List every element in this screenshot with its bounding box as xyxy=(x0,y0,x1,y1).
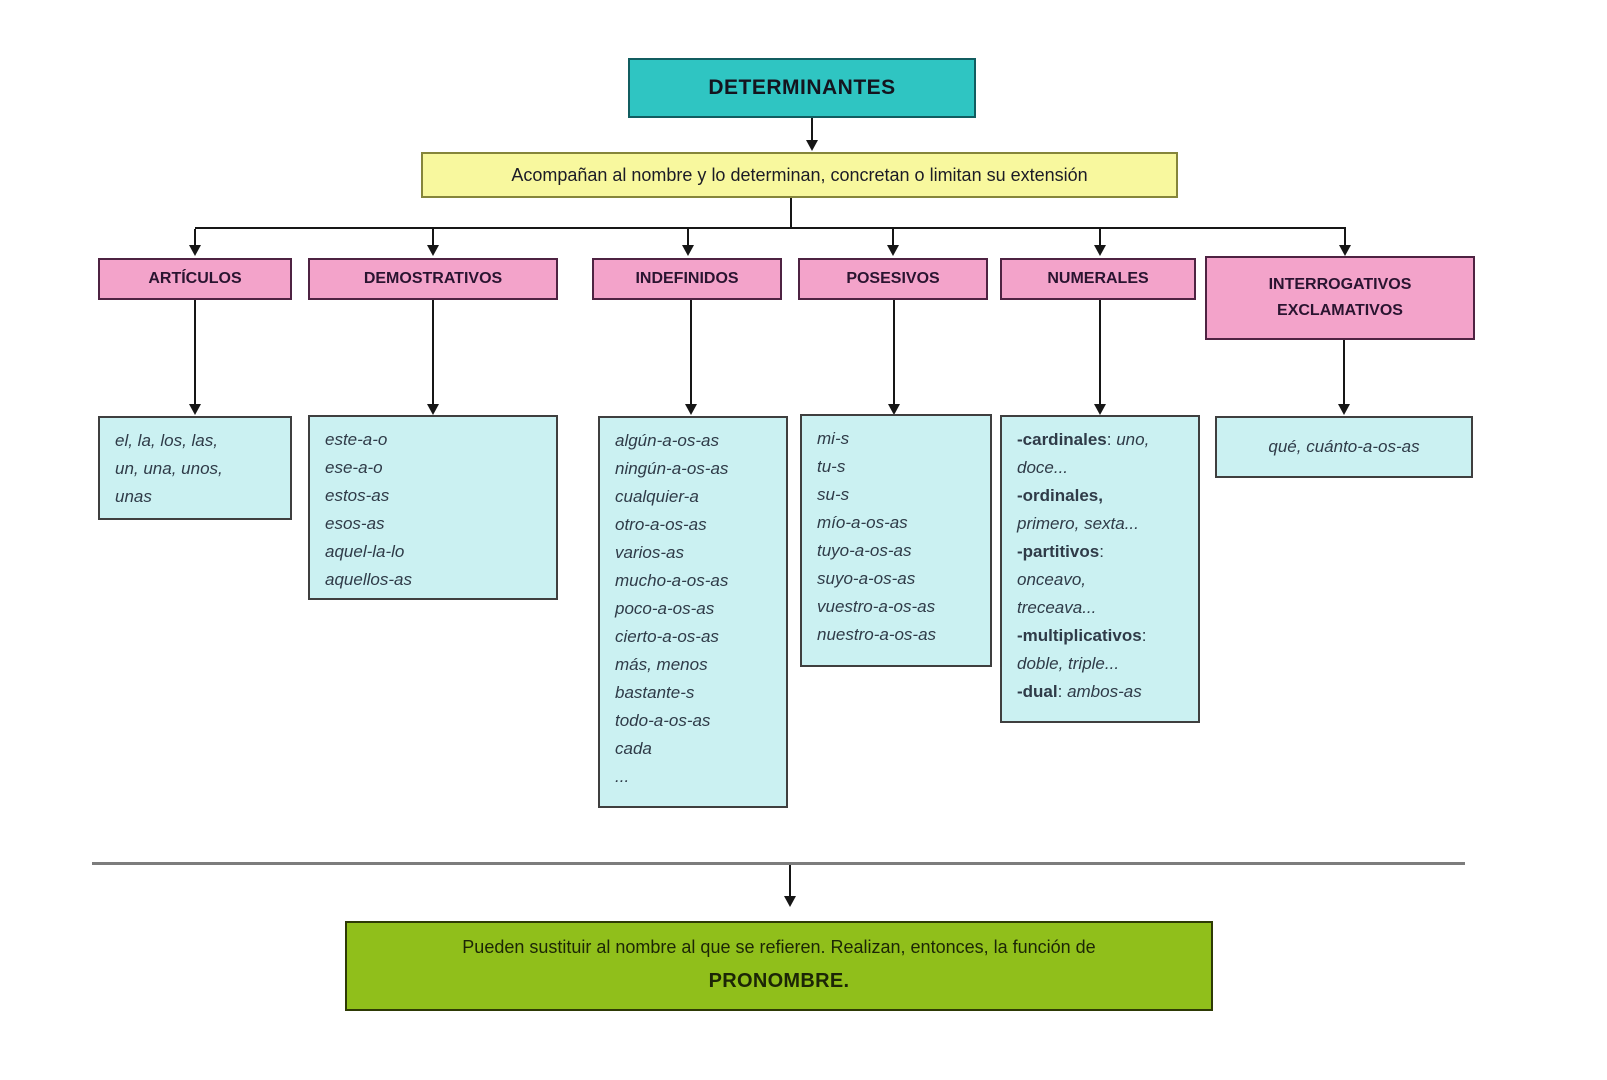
connector-interrogativos-examples xyxy=(1343,340,1345,404)
example-line: -partitivos: xyxy=(1017,542,1104,561)
category-box-indefinidos: INDEFINIDOS xyxy=(592,258,782,300)
example-line: varios-as xyxy=(615,543,684,562)
arrowhead-icon xyxy=(784,896,796,907)
examples-box-posesivos: mi-s tu-s su-s mío-a-os-as tuyo-a-os-as suyo-… xyxy=(800,414,992,667)
arrowhead-icon xyxy=(887,245,899,256)
example-line: más, menos xyxy=(615,655,708,674)
category-label: DEMOSTRATIVOS xyxy=(363,269,503,287)
arrowhead-icon xyxy=(888,404,900,415)
example-line: este-a-o xyxy=(325,430,388,449)
root-box: DETERMINANTES xyxy=(628,58,976,118)
example-line: cualquier-a xyxy=(615,487,699,506)
connector-rail xyxy=(195,227,1346,229)
example-line: mío-a-os-as xyxy=(817,513,908,532)
category-label: POSESIVOS xyxy=(846,269,940,287)
category-label: INTERROGATIVOS EXCLAMATIVOS xyxy=(1268,275,1412,319)
example-line: primero, sexta... xyxy=(1017,514,1139,533)
category-label: INDEFINIDOS xyxy=(635,269,739,287)
connector-demostrativos-examples xyxy=(432,300,434,404)
example-line: todo-a-os-as xyxy=(615,711,711,730)
connector-numerales-examples xyxy=(1099,300,1101,404)
example-line: -cardinales: uno, xyxy=(1017,430,1150,449)
example-line: -ordinales, xyxy=(1017,486,1103,505)
examples-box-articulos: el, la, los, las, un, una, unos, unas xyxy=(98,416,292,520)
example-line: unas xyxy=(115,487,152,506)
connector-divider-footer xyxy=(789,865,791,896)
example-line: suyo-a-os-as xyxy=(817,569,916,588)
example-line: mi-s xyxy=(817,429,850,448)
example-line: ese-a-o xyxy=(325,458,383,477)
example-line: tu-s xyxy=(817,457,846,476)
examples-box-indefinidos: algún-a-os-as ningún-a-os-as cualquier-a ot… xyxy=(598,416,788,808)
example-line: bastante-s xyxy=(615,683,695,702)
example-line: su-s xyxy=(817,485,850,504)
footer-line1: Pueden sustituir al nombre al que se ref… xyxy=(462,937,1096,957)
category-label: NUMERALES xyxy=(1047,269,1149,287)
arrowhead-icon xyxy=(1094,245,1106,256)
arrowhead-icon xyxy=(189,245,201,256)
category-box-posesivos: POSESIVOS xyxy=(798,258,988,300)
examples-box-numerales: -cardinales: uno, doce... -ordinales, prime… xyxy=(1000,415,1200,723)
connector-drop-posesivos xyxy=(892,229,894,246)
definition-box: Acompañan al nombre y lo determinan, con… xyxy=(421,152,1178,198)
category-box-articulos: ARTÍCULOS xyxy=(98,258,292,300)
arrowhead-icon xyxy=(806,140,818,151)
connector-drop-interrogativos xyxy=(1344,229,1346,246)
example-line: estos-as xyxy=(325,486,390,505)
example-line: treceava... xyxy=(1017,598,1097,617)
example-line: doble, triple... xyxy=(1017,654,1120,673)
connector-drop-indefinidos xyxy=(687,229,689,246)
connector-drop-numerales xyxy=(1099,229,1101,246)
example-line: otro-a-os-as xyxy=(615,515,707,534)
example-line: mucho-a-os-as xyxy=(615,571,729,590)
section-divider xyxy=(92,862,1465,865)
example-line: ... xyxy=(615,767,630,786)
connector-drop-demostrativos xyxy=(432,229,434,246)
connector-articulos-examples xyxy=(194,300,196,404)
example-line: el, la, los, las, xyxy=(115,431,218,450)
arrowhead-icon xyxy=(1339,245,1351,256)
example-line: tuyo-a-os-as xyxy=(817,541,912,560)
example-line: -multiplicativos: xyxy=(1017,626,1147,645)
example-line: vuestro-a-os-as xyxy=(817,597,936,616)
example-line: esos-as xyxy=(325,514,385,533)
category-box-numerales: NUMERALES xyxy=(1000,258,1196,300)
example-line: un, una, unos, xyxy=(115,459,223,478)
arrowhead-icon xyxy=(189,404,201,415)
example-line: -dual: ambos-as xyxy=(1017,682,1142,701)
example-line: algún-a-os-as xyxy=(615,431,719,450)
definition-text: Acompañan al nombre y lo determinan, con… xyxy=(511,164,1088,185)
root-title: DETERMINANTES xyxy=(708,76,896,99)
examples-box-interrogativos: qué, cuánto-a-os-as xyxy=(1215,416,1473,478)
example-line: poco-a-os-as xyxy=(615,599,715,618)
example-line: cada xyxy=(615,739,652,758)
example-line: onceavo, xyxy=(1017,570,1086,589)
arrowhead-icon xyxy=(1338,404,1350,415)
example-line: cierto-a-os-as xyxy=(615,627,719,646)
example-line: nuestro-a-os-as xyxy=(817,625,937,644)
category-box-interrogativos: INTERROGATIVOS EXCLAMATIVOS xyxy=(1205,256,1475,340)
arrowhead-icon xyxy=(1094,404,1106,415)
category-label: ARTÍCULOS xyxy=(148,269,242,287)
example-line: doce... xyxy=(1017,458,1069,477)
arrowhead-icon xyxy=(682,245,694,256)
connector-root-definition xyxy=(811,118,813,140)
example-line: qué, cuánto-a-os-as xyxy=(1268,437,1420,456)
connector-posesivos-examples xyxy=(893,300,895,404)
examples-box-demostrativos: este-a-o ese-a-o estos-as esos-as aquel-la-l… xyxy=(308,415,558,600)
category-box-demostrativos: DEMOSTRATIVOS xyxy=(308,258,558,300)
connector-indefinidos-examples xyxy=(690,300,692,404)
connector-drop-articulos xyxy=(194,229,196,246)
arrowhead-icon xyxy=(427,404,439,415)
connector-definition-rail xyxy=(790,198,792,228)
footer-box: Pueden sustituir al nombre al que se ref… xyxy=(345,921,1213,1011)
arrowhead-icon xyxy=(685,404,697,415)
arrowhead-icon xyxy=(427,245,439,256)
footer-line2: PRONOMBRE. xyxy=(708,969,850,992)
example-line: ningún-a-os-as xyxy=(615,459,729,478)
example-line: aquellos-as xyxy=(325,570,412,589)
example-line: aquel-la-lo xyxy=(325,542,405,561)
